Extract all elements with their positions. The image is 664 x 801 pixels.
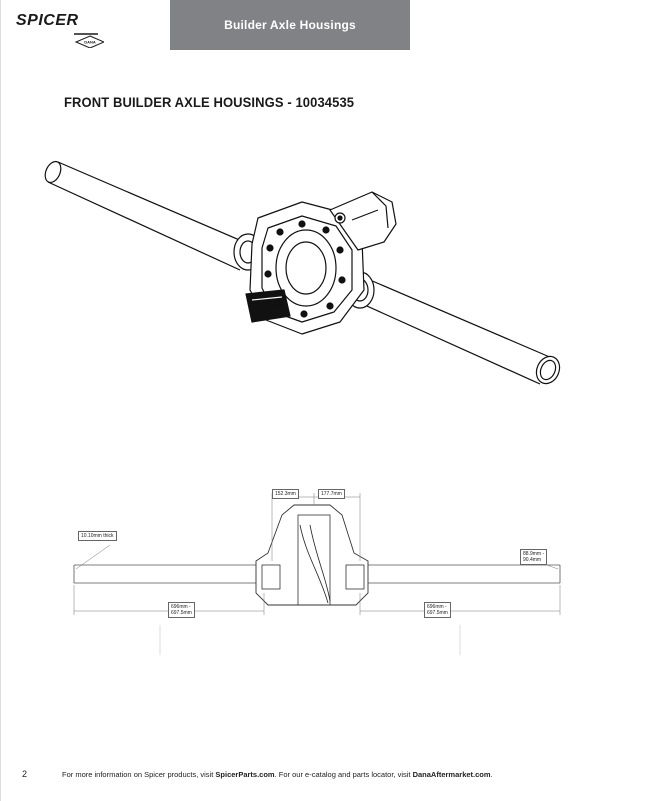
footer-text-part-3: .: [490, 770, 493, 779]
footer-text: For more information on Spicer products,…: [62, 770, 493, 779]
dimension-label-left-length: 696mm - 697.5mm: [168, 602, 195, 618]
dimension-label-left-length-line-1: 696mm -: [171, 604, 191, 610]
dimension-label-tube-thickness: 10.10mm thick: [78, 531, 117, 541]
axle-housing-isometric-drawing: [44, 160, 561, 385]
dimension-label-tube-diameter-line-1: 88.9mm -: [523, 551, 545, 557]
footer-text-part-1: For more information on Spicer products,…: [62, 770, 216, 779]
spicerparts-link[interactable]: SpicerParts.com: [215, 770, 275, 779]
page-footer: 2 For more information on Spicer product…: [0, 766, 664, 786]
page-edge: [0, 0, 1, 801]
page-title: FRONT BUILDER AXLE HOUSINGS - 10034535: [64, 94, 355, 111]
dimension-label-tube-diameter: 88.9mm - 90.4mm: [520, 549, 548, 565]
dimension-label-right-length: 696mm - 697.5mm: [424, 602, 451, 618]
dimension-label-top-right: 177.7mm: [318, 489, 345, 499]
dimension-label-right-length-line-2: 697.5mm: [427, 610, 448, 616]
section-title: Builder Axle Housings: [224, 18, 356, 32]
dimension-label-top-left: 152.3mm: [272, 489, 299, 499]
danaaftermarket-link[interactable]: DanaAftermarket.com: [412, 770, 491, 779]
logo-wordmark: SPICER: [16, 12, 79, 29]
axle-housing-front-view-drawing: [73, 493, 561, 655]
dimension-label-left-length-line-2: 697.5mm: [171, 610, 192, 616]
dana-logo-icon: DANA: [74, 33, 104, 48]
page-number: 2: [22, 769, 28, 779]
section-header: Builder Axle Housings: [170, 0, 410, 50]
footer-text-part-2: . For our e-catalog and parts locator, v…: [274, 770, 413, 779]
spicer-logo: SPICER DANA: [16, 12, 106, 48]
dimension-label-right-length-line-1: 696mm -: [427, 604, 447, 610]
svg-text:DANA: DANA: [84, 40, 96, 45]
dimension-label-tube-diameter-line-2: 90.4mm: [523, 557, 542, 563]
